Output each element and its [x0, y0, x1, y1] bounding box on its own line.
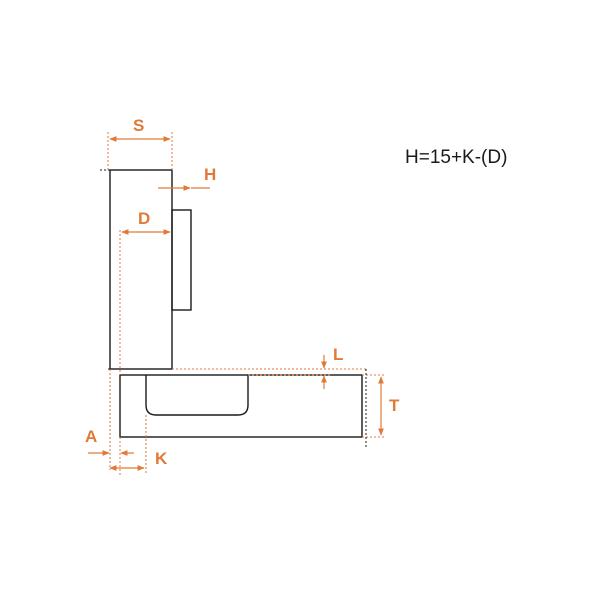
hinge-cup-recess [145, 375, 249, 416]
s-label: S [133, 116, 145, 135]
l-label: L [333, 345, 344, 364]
h-label: H [204, 165, 217, 184]
a-label: A [85, 427, 98, 446]
hinge-cup-plate [171, 209, 192, 311]
t-label: T [389, 396, 400, 415]
hinge-formula: H=15+K-(D) [405, 147, 508, 168]
d-label: D [138, 209, 151, 228]
k-label: K [155, 449, 168, 468]
door-panel [109, 169, 173, 370]
cabinet-panel [119, 374, 363, 438]
